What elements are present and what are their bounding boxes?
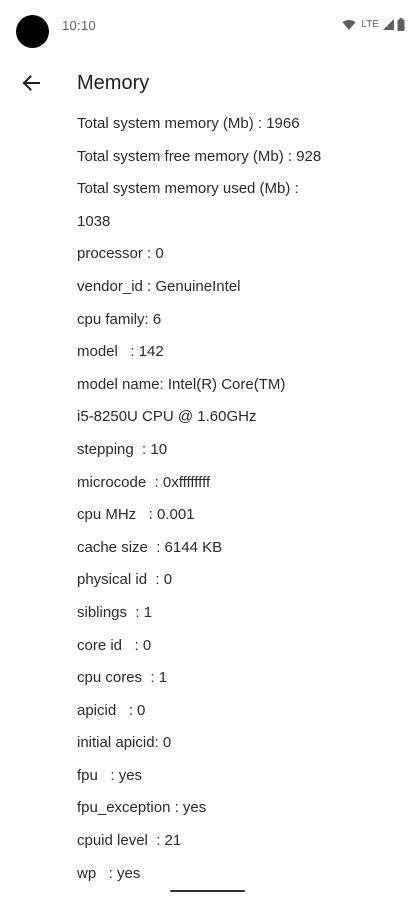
info-line: 1038 [77, 212, 111, 230]
info-line: cpu cores : 1 [77, 669, 168, 687]
info-line: model : 142 [77, 343, 164, 361]
info-line: apicid : 0 [77, 701, 146, 719]
info-line: Total system memory used (Mb) : [77, 180, 299, 198]
info-line: processor : 0 [77, 245, 164, 263]
info-line: physical id : 0 [77, 571, 173, 589]
info-line: cache size : 6144 KB [77, 538, 223, 556]
info-line: cpu family: 6 [77, 310, 162, 328]
info-line: Total system free memory (Mb) : 928 [77, 147, 322, 165]
info-line: Total system memory (Mb) : 1966 [77, 115, 300, 132]
info-line: vendor_id : GenuineIntel [77, 277, 241, 295]
signal-icon [383, 19, 394, 30]
gesture-nav-handle[interactable] [170, 890, 245, 892]
page-title: Memory [77, 72, 150, 94]
camera-cutout [16, 15, 49, 48]
battery-icon [397, 18, 405, 31]
status-time: 10:10 [62, 18, 97, 33]
info-line: core id : 0 [77, 636, 152, 654]
wifi-icon [342, 19, 356, 31]
info-line: fpu : yes [77, 766, 143, 784]
info-line: initial apicid: 0 [77, 734, 172, 752]
back-button[interactable] [14, 68, 48, 102]
app-bar: Memory [0, 62, 415, 106]
info-line: model name: Intel(R) Core(TM) [77, 375, 286, 393]
lte-icon: LTE [361, 19, 379, 30]
status-icons: LTE [342, 18, 405, 31]
info-line: microcode : 0xffffffff [77, 473, 211, 491]
info-line: fpu_exception : yes [77, 799, 207, 817]
info-line: siblings : 1 [77, 603, 153, 621]
info-line: wp : yes [77, 864, 141, 882]
memory-info-list[interactable]: Total system memory (Mb) : 1966 Total sy… [77, 108, 395, 900]
arrow-back-icon [22, 74, 40, 96]
status-bar: 10:10 LTE [0, 0, 415, 56]
info-line: stepping : 10 [77, 440, 168, 458]
info-line: cpuid level : 21 [77, 832, 182, 850]
info-line: cpu MHz : 0.001 [77, 506, 195, 524]
info-line: i5-8250U CPU @ 1.60GHz [77, 408, 257, 426]
